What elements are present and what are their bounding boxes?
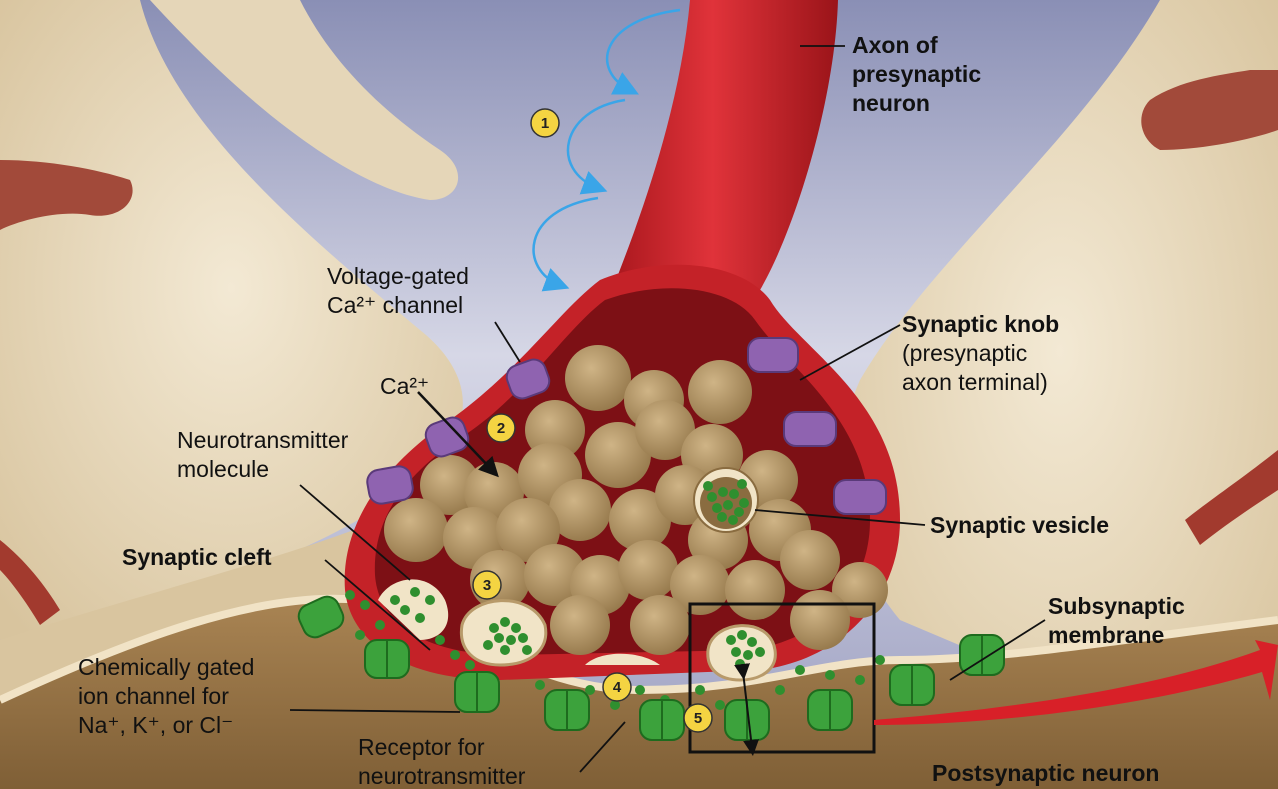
leader-lines <box>289 45 1046 773</box>
calcium-influx-arrow <box>417 391 499 478</box>
axon <box>610 0 838 311</box>
action-potential-arrows <box>532 8 681 292</box>
detail-box <box>688 602 876 754</box>
svg-text:5: 5 <box>694 710 702 727</box>
label-synaptic-cleft: Synaptic cleft <box>122 544 272 570</box>
step-badge-1: 1 <box>530 108 560 138</box>
label-axon: Axon of presynaptic neuron <box>852 32 982 116</box>
step-badge-4: 4 <box>602 672 632 702</box>
label-chemically-gated-channel: Chemically gated ion channel for Na⁺, K⁺… <box>78 654 255 738</box>
step-badge-3: 3 <box>472 570 502 600</box>
step-badge-5: 5 <box>683 703 713 733</box>
binding-arrow <box>734 663 760 756</box>
label-calcium: Ca²⁺ <box>380 373 430 399</box>
label-synaptic-knob: Synaptic knob (presynaptic axon terminal… <box>902 311 1060 395</box>
vesicles <box>384 345 888 655</box>
voltage-gated-channels <box>366 337 887 515</box>
step-badge-2: 2 <box>486 413 516 443</box>
svg-text:3: 3 <box>483 577 491 594</box>
label-neurotransmitter-molecule: Neurotransmitter molecule <box>177 427 349 482</box>
label-voltage-gated-channel: Voltage-gated Ca²⁺ channel <box>327 263 469 318</box>
svg-text:1: 1 <box>541 115 549 132</box>
label-receptor: Receptor for neurotransmitter <box>358 734 526 789</box>
label-synaptic-vesicle: Synaptic vesicle <box>930 512 1109 538</box>
svg-text:2: 2 <box>497 420 505 437</box>
svg-text:4: 4 <box>613 679 622 696</box>
neurotransmitter-molecules <box>327 587 885 710</box>
label-postsynaptic-neuron: Postsynaptic neuron <box>932 760 1160 786</box>
label-subsynaptic-membrane: Subsynaptic membrane <box>1048 593 1185 648</box>
postsynaptic-arrow <box>874 640 1278 725</box>
